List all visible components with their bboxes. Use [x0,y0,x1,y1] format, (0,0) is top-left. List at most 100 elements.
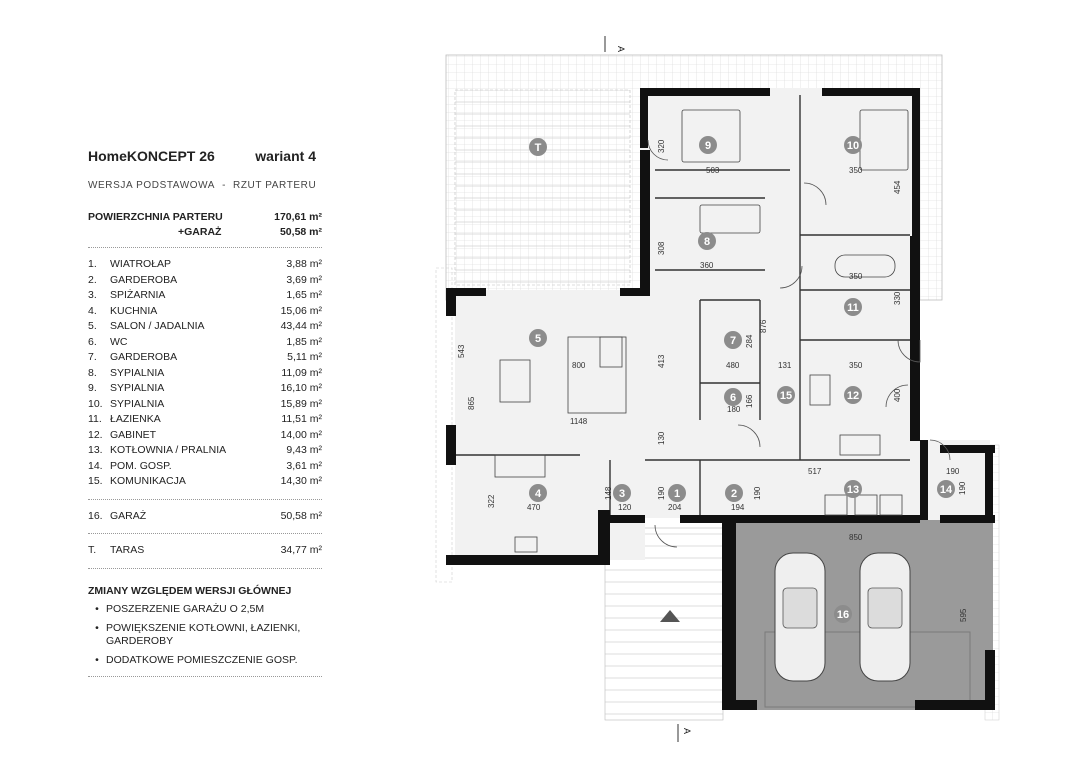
dimension-label: 865 [467,396,476,410]
section-label-top: A [616,46,626,52]
room-area: 1,65 m² [286,289,322,301]
dimension-label: 480 [726,361,740,370]
marker-label: 3 [619,488,625,500]
legend-panel: HomeKONCEPT 26 wariant 4 WERSJA PODSTAWO… [88,148,322,686]
dimension-label: 148 [604,486,613,500]
dimension-labels: 320 503 350 454 308 360 350 330 543 413 … [457,139,968,622]
divider [88,533,322,534]
entry-arrow-icon [660,610,680,622]
divider [88,498,322,500]
bullet-icon: • [95,621,99,634]
room-area: 15,89 m² [280,397,322,410]
garage-area-label: +GARAŻ [178,226,222,238]
changes-title: ZMIANY WZGLĘDEM WERSJI GŁÓWNEJ [88,584,292,597]
marker-label: 4 [535,488,542,500]
room-num: 3. [88,289,97,301]
room-num: 15. [88,475,103,487]
room-name: KOMUNIKACJA [110,475,186,487]
change-item: •DODATKOWE POMIESZCZENIE GOSP. [88,654,322,667]
room-num: 8. [88,366,97,379]
room-area: 14,30 m² [280,475,322,487]
dimension-label: 413 [657,354,666,368]
marker-room-12 [844,386,862,404]
subtitle-version: WERSJA PODSTAWOWA [88,180,216,191]
room-area: 43,44 m² [280,320,322,332]
marker-label: 14 [940,484,953,496]
ground-area-value: 170,61 m² [274,211,322,223]
change-text: POWIĘKSZENIE KOTŁOWNI, ŁAZIENKI, GARDERO… [106,621,301,647]
dimension-label: 454 [893,180,902,194]
room-name: SYPIALNIA [110,366,165,379]
room-name: SPIŻARNIA [110,289,166,301]
dimension-label: 350 [849,272,863,281]
marker-room-8 [698,232,716,250]
marker-room-11 [844,298,862,316]
garage-area-value: 50,58 m² [279,226,322,238]
marker-room-13 [844,480,862,498]
garage-floor [723,520,993,710]
marker-label: 1 [674,488,680,500]
dimension-label: 350 [849,166,863,175]
room-num: 9. [88,382,97,394]
marker-room-4 [529,484,547,502]
change-item: •POSZERZENIE GARAŻU O 2,5M [88,603,322,616]
marker-label: 16 [837,609,849,621]
room-area: 3,88 m² [286,258,322,270]
dimension-label: 120 [618,503,632,512]
dimension-label: 194 [731,503,745,512]
marker-room-9 [699,136,717,154]
room-area: 11,51 m² [281,413,322,425]
room-num: 12. [88,428,103,441]
dimension-label: 308 [657,241,666,255]
garage-name: GARAŻ [110,509,147,522]
room-num: 4. [88,304,97,317]
terrace-deck [454,89,631,286]
room-name: KOTŁOWNIA / PRALNIA [110,444,227,456]
marker-label: 6 [730,392,736,404]
room-num: 10. [88,397,103,410]
room-area: 1,85 m² [286,335,322,348]
room-area: 3,69 m² [286,273,322,286]
room-row: 15. KOMUNIKACJA 14,30 m² [88,474,322,490]
room-name: SALON / JADALNIA [110,320,205,332]
room-area: 3,61 m² [286,459,322,472]
bullet-icon: • [95,653,99,666]
room-name: WIATROŁAP [110,258,172,270]
marker-label: 11 [847,302,859,314]
garage-area-row: +GARAŻ 50,58 m² [88,226,322,238]
marker-room-15 [777,386,795,404]
dimension-label: 470 [527,503,541,512]
marker-room-2 [725,484,743,502]
room-name: GARDEROBA [110,273,178,286]
dimension-label: 190 [753,486,762,500]
dimension-label: 350 [849,361,863,370]
room-row: 3. SPIŻARNIA 1,65 m² [88,288,322,304]
subtitle-separator: - [222,180,226,191]
marker-label: 5 [535,333,541,345]
room-area: 16,10 m² [280,382,322,394]
dimension-label: 543 [457,344,466,358]
terrace-row: T. TARAS 34,77 m² [88,543,322,559]
marker-label: 2 [731,488,737,500]
changes-list: •POSZERZENIE GARAŻU O 2,5M•POWIĘKSZENIE … [88,603,322,667]
marker-room-5 [529,329,547,347]
garage-area: 50,58 m² [280,509,322,522]
room-row: 1. WIATROŁAP 3,88 m² [88,257,322,273]
room-num: 7. [88,351,97,363]
change-text: POSZERZENIE GARAŻU O 2,5M [106,602,265,615]
room-num: 1. [88,258,97,270]
marker-label: 10 [847,140,859,152]
door-swings [647,139,951,548]
marker-room-14 [937,480,955,498]
room-row: 14.POM. GOSP.3,61 m² [88,459,322,475]
change-item: • POWIĘKSZENIE KOTŁOWNI, ŁAZIENKI, GARDER… [88,622,322,648]
car-left [774,552,826,682]
dimension-label: 190 [946,467,960,476]
marker-room-6 [724,388,742,406]
dimension-label: 322 [487,494,496,508]
